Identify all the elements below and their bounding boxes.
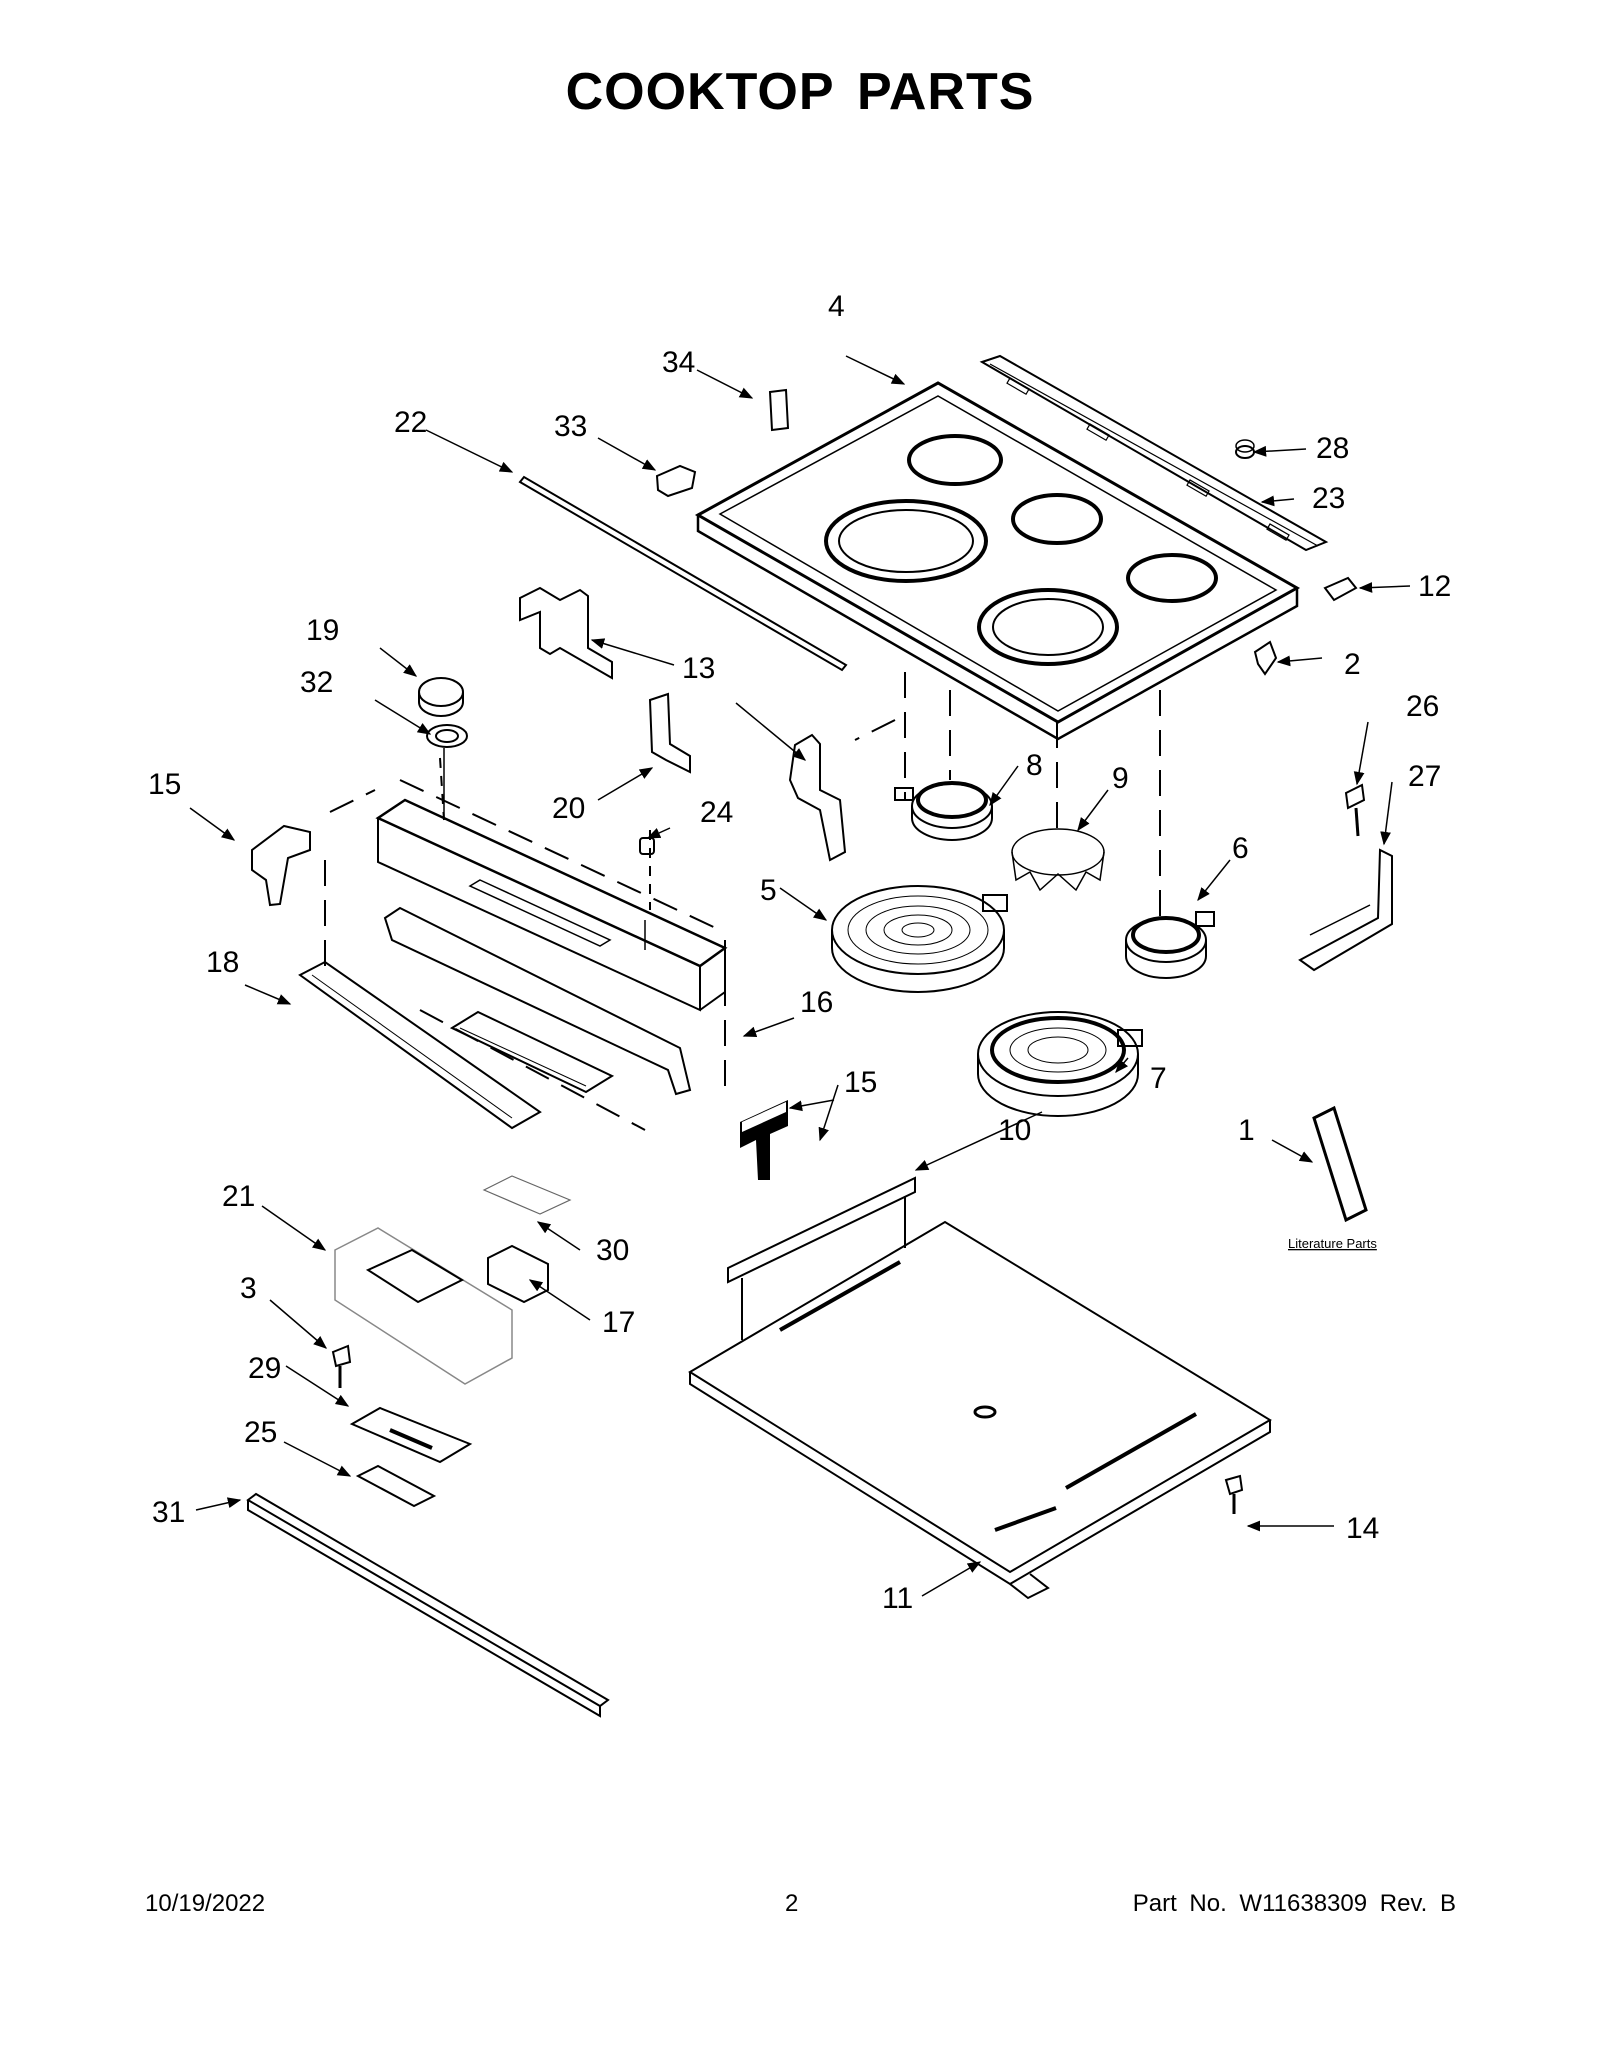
callout-20: 20 (552, 792, 585, 825)
callout-29: 29 (248, 1352, 281, 1385)
callout-23: 23 (1312, 482, 1345, 515)
control-end-part (251, 824, 311, 907)
strip-part (518, 475, 848, 672)
callout-8: 8 (1026, 749, 1043, 782)
footer-date: 10/19/2022 (145, 1890, 266, 1917)
callout-5: 5 (760, 874, 777, 907)
callout-33: 33 (554, 410, 587, 443)
callout-2: 2 (1344, 648, 1361, 681)
large-element-part (831, 885, 1008, 993)
small-element-part (894, 781, 993, 841)
bracket-clip-part (1253, 640, 1278, 676)
dual-element-part (977, 1011, 1143, 1117)
chassis-part (688, 1176, 1272, 1600)
callout-27: 27 (1408, 760, 1441, 793)
medium-element-part (1125, 911, 1215, 979)
callout-18: 18 (206, 946, 239, 979)
callout-11: 11 (882, 1582, 913, 1615)
callout-9: 9 (1112, 762, 1129, 795)
callout-24: 24 (700, 796, 733, 829)
footer-part-number: Part No. W11638309 Rev. B (1132, 1890, 1456, 1917)
callout-16: 16 (800, 986, 833, 1019)
clip-bracket-part (655, 464, 697, 498)
callout-28: 28 (1316, 432, 1349, 465)
callout-34: 34 (662, 346, 695, 379)
callout-14: 14 (1346, 1512, 1379, 1545)
callout-4: 4 (828, 290, 845, 323)
callout-31: 31 (152, 1496, 185, 1529)
footer-page-number: 2 (785, 1890, 799, 1917)
callout-6: 6 (1232, 832, 1249, 865)
page-title: COOKTOP PARTS (565, 63, 1035, 121)
control-panel-part (375, 798, 728, 1012)
callout-13a: 13 (682, 652, 715, 685)
callout-25: 25 (244, 1416, 277, 1449)
callout-19: 19 (306, 614, 339, 647)
callout-7: 7 (1150, 1062, 1167, 1095)
callout-15a: 15 (148, 768, 181, 801)
callout-21: 21 (222, 1180, 255, 1213)
callout-labels: 1 2 3 4 5 6 7 8 9 10 11 12 13 14 15 15 1… (148, 290, 1451, 1615)
callout-32: 32 (300, 666, 333, 699)
callout-10: 10 (998, 1114, 1031, 1147)
callout-26: 26 (1406, 690, 1439, 723)
callout-30: 30 (596, 1234, 629, 1267)
callout-3: 3 (240, 1272, 257, 1305)
callout-17: 17 (602, 1306, 635, 1339)
clip-part (1323, 576, 1358, 602)
rear-trim-part (979, 354, 1329, 552)
callout-15b: 15 (844, 1066, 877, 1099)
callout-22: 22 (394, 406, 427, 439)
small-bracket-part (768, 388, 790, 432)
side-bracket-part (519, 586, 613, 680)
callout-1: 1 (1238, 1114, 1255, 1147)
literature-parts-label: Literature Parts (1288, 1236, 1377, 1251)
cooktop-glass-part (694, 381, 1301, 741)
callout-12: 12 (1418, 570, 1451, 603)
